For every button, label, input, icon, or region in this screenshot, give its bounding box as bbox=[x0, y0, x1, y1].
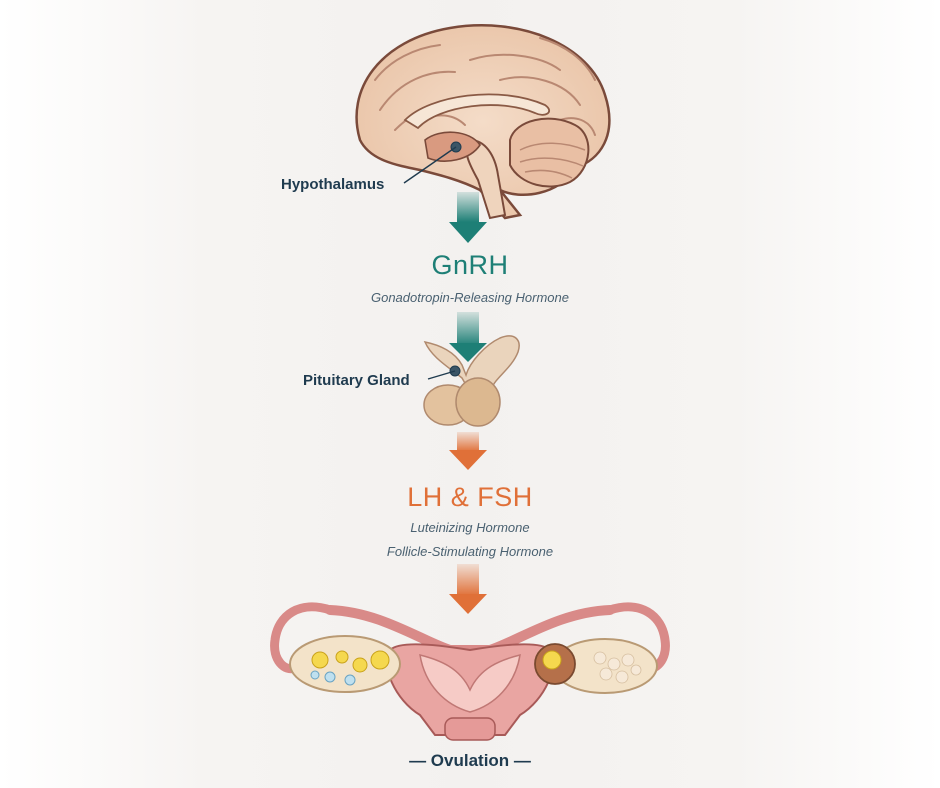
arrow-down-teal-2 bbox=[449, 312, 487, 362]
lh-fsh-title: LH & FSH bbox=[407, 482, 533, 512]
arrow-down-orange-2 bbox=[449, 564, 487, 614]
pituitary-illustration bbox=[423, 335, 520, 427]
fsh-subtitle: Follicle-Stimulating Hormone bbox=[386, 544, 554, 559]
reproductive-organs-illustration bbox=[270, 602, 670, 741]
arrow-down-orange-1 bbox=[449, 432, 487, 470]
brain-illustration bbox=[355, 24, 611, 220]
hypothalamus-label: Hypothalamus bbox=[281, 176, 385, 193]
gnrh-title: GnRH bbox=[431, 250, 509, 280]
ovulation-label: — Ovulation — bbox=[409, 751, 531, 770]
arrow-down-teal-1 bbox=[449, 192, 487, 243]
lh-subtitle: Luteinizing Hormone bbox=[410, 520, 530, 535]
gnrh-subtitle: Gonadotropin-Releasing Hormone bbox=[370, 290, 569, 305]
pituitary-label: Pituitary Gland bbox=[303, 372, 410, 389]
